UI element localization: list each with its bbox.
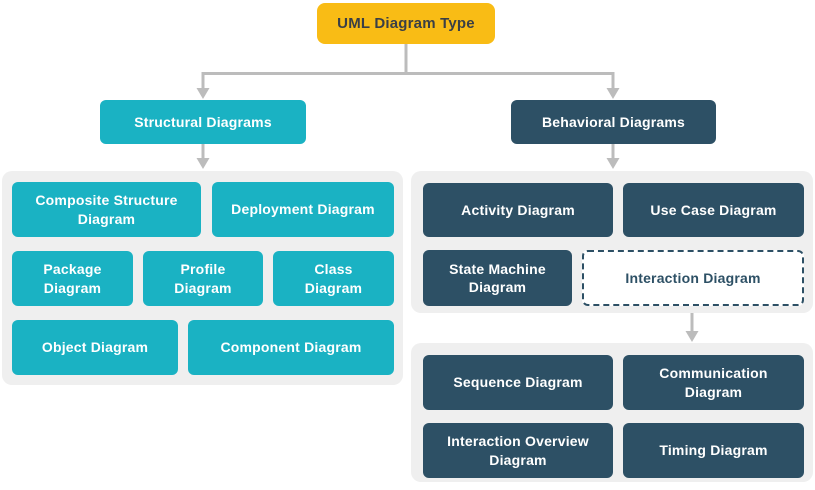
arrowhead-structural-group (196, 158, 210, 169)
node-use-case-diagram: Use Case Diagram (623, 183, 804, 237)
group-behavioral-children: Activity Diagram Use Case Diagram State … (411, 171, 813, 313)
node-communication-diagram: Communication Diagram (623, 355, 804, 410)
node-component-diagram: Component Diagram (188, 320, 394, 375)
arrowhead-interaction-group (685, 331, 699, 342)
arrowhead-structural (196, 88, 210, 99)
node-deployment-diagram: Deployment Diagram (212, 182, 394, 237)
group-interaction-children: Sequence Diagram Communication Diagram I… (411, 343, 813, 482)
node-object-diagram: Object Diagram (12, 320, 178, 375)
node-sequence-diagram: Sequence Diagram (423, 355, 613, 410)
node-uml-diagram-type: UML Diagram Type (317, 3, 495, 44)
arrowhead-behavioral-group (606, 158, 620, 169)
node-profile-diagram: Profile Diagram (143, 251, 263, 306)
node-interaction-overview-diagram: Interaction Overview Diagram (423, 423, 613, 478)
arrowhead-behavioral (606, 88, 620, 99)
node-package-diagram: Package Diagram (12, 251, 133, 306)
node-interaction-diagram: Interaction Diagram (582, 250, 804, 306)
node-composite-structure-diagram: Composite Structure Diagram (12, 182, 201, 237)
node-class-diagram: Class Diagram (273, 251, 394, 306)
group-structural-children: Composite Structure Diagram Deployment D… (2, 171, 403, 385)
node-behavioral-diagrams: Behavioral Diagrams (511, 100, 716, 144)
node-activity-diagram: Activity Diagram (423, 183, 613, 237)
node-structural-diagrams: Structural Diagrams (100, 100, 306, 144)
node-state-machine-diagram: State Machine Diagram (423, 250, 572, 306)
node-timing-diagram: Timing Diagram (623, 423, 804, 478)
